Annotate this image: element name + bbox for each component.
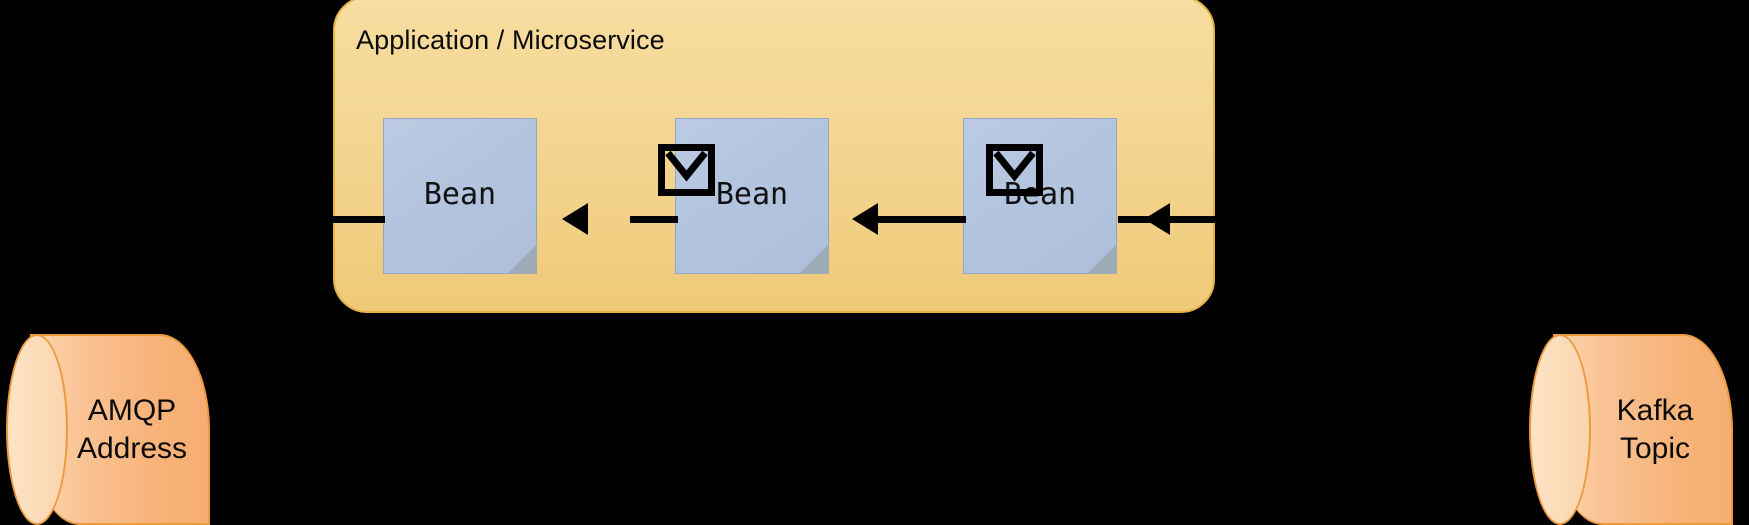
envelope-icon [658,144,715,196]
bean-label: Bean [423,176,497,212]
flow-line-bean2-to-bean1 [630,216,678,223]
amqp-address-label: AMQP Address [54,334,210,525]
envelope-icon [986,144,1043,196]
kafka-topic-line-2: Topic [1619,431,1691,465]
bean-node-1[interactable]: Bean [383,118,537,274]
arrowhead-icon-into-bean2 [852,203,878,235]
kafka-topic-node[interactable]: Kafka Topic [1529,334,1733,525]
kafka-topic-label: Kafka Topic [1577,334,1733,525]
amqp-address-line-2: Address [76,431,188,465]
flow-line-bean1-to-amqp [333,216,385,223]
kafka-topic-line-1: Kafka [1616,393,1694,427]
amqp-address-node[interactable]: AMQP Address [6,334,210,525]
cylinder-cap [1529,334,1591,525]
arrowhead-icon-into-bean3 [1144,203,1170,235]
arrowhead-icon-into-bean1 [562,203,588,235]
bean-label: Bean [715,176,789,212]
amqp-address-line-1: AMQP [87,393,177,427]
application-title: Application / Microservice [356,25,665,55]
bean-shape [383,118,537,274]
flow-line-bean3-to-bean2 [862,216,966,223]
cylinder-cap [6,334,68,525]
